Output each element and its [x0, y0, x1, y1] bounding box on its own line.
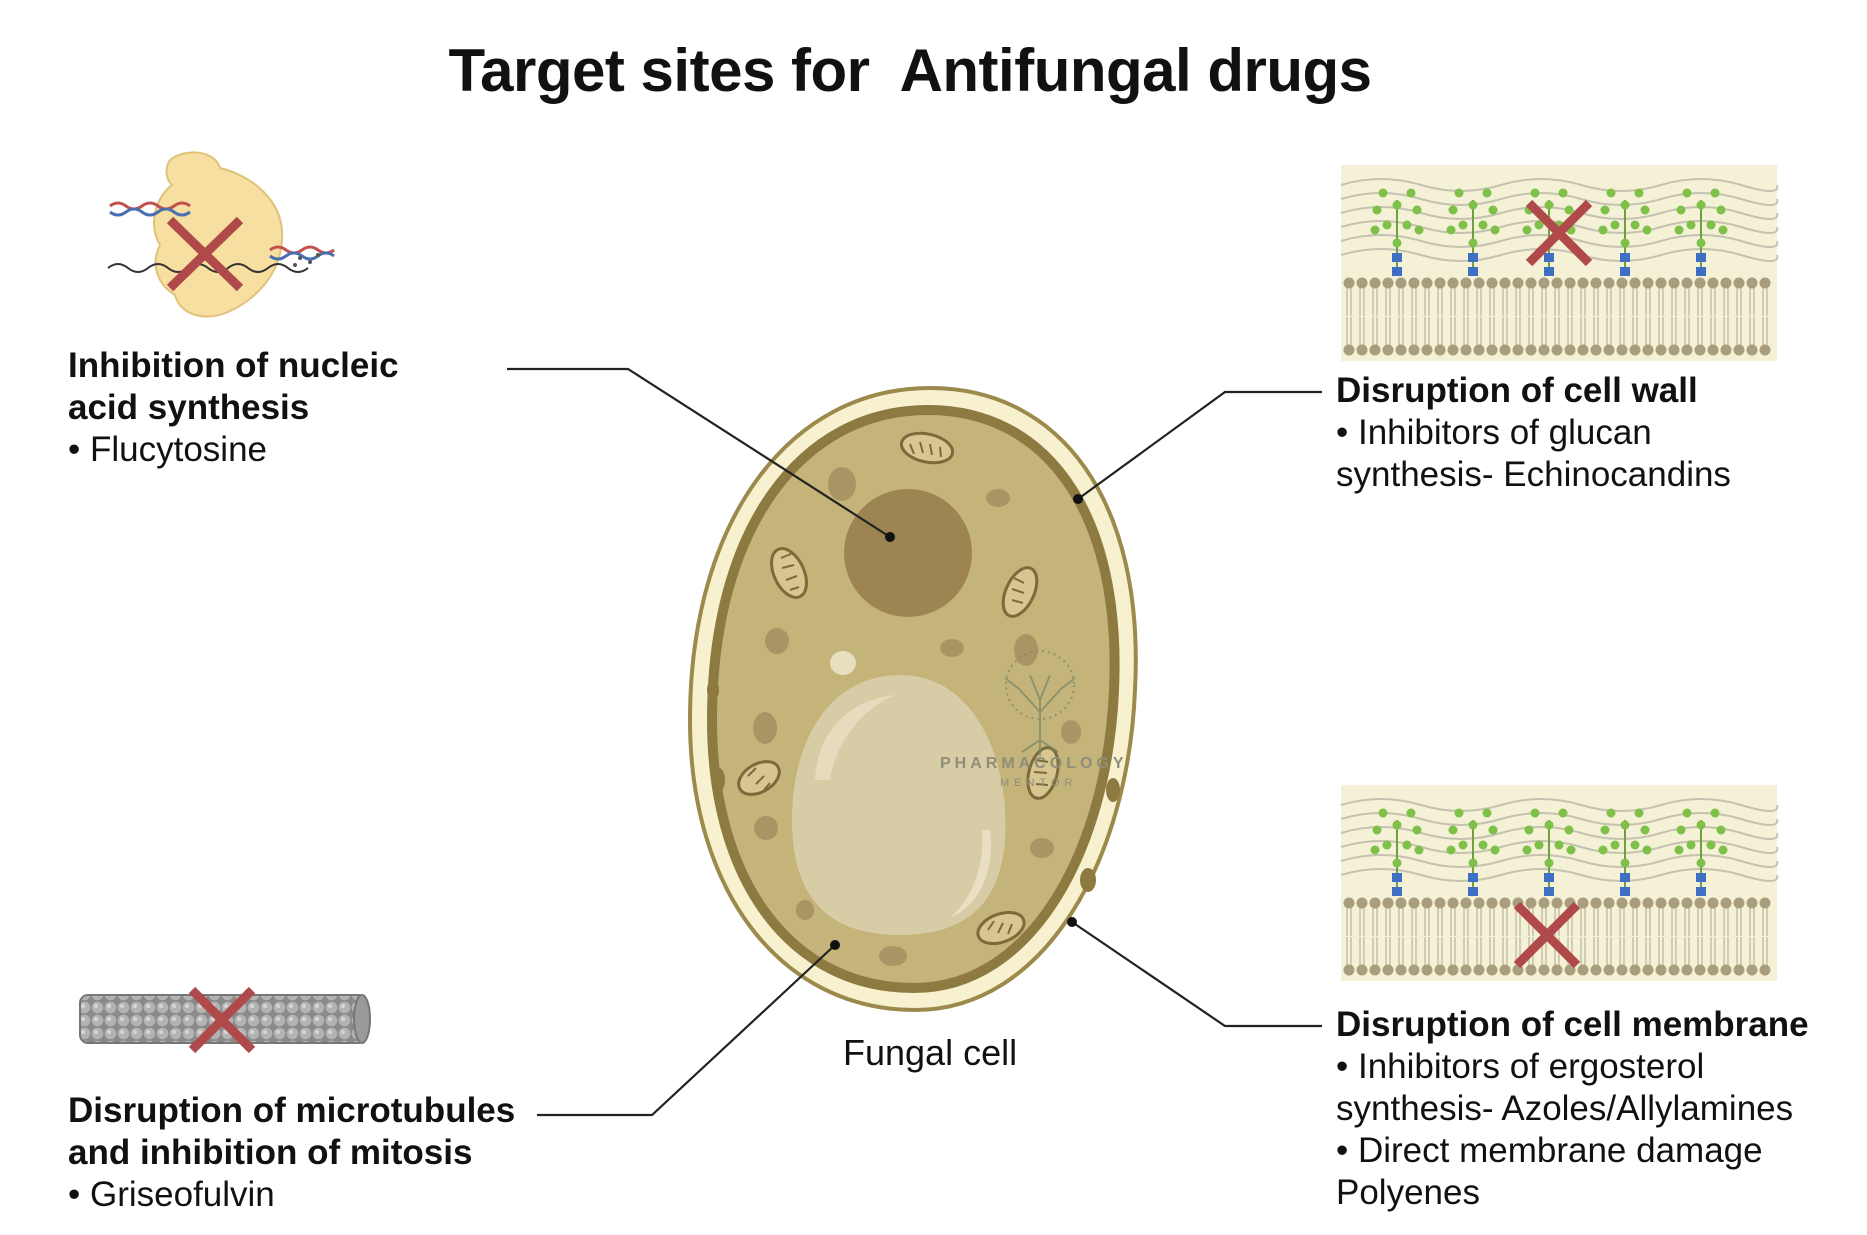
mitochondria	[737, 431, 1060, 946]
vacuole	[792, 675, 1006, 935]
wall-heading-1: Disruption of cell wall	[1336, 371, 1698, 410]
watermark-tree-icon	[1004, 650, 1076, 756]
leader-nucleic	[507, 367, 891, 538]
organelles	[753, 467, 1081, 966]
membrane-bullet-2: synthesis- Azoles/Allylamines	[1336, 1089, 1794, 1128]
target-wall: Disruption of cell wall • Inhibitors of …	[1336, 370, 1731, 496]
membrane-heading-1: Disruption of cell membrane	[1336, 1005, 1809, 1044]
cross-nucleic-icon	[166, 216, 244, 292]
wall-bullet-2: synthesis- Echinocandins	[1336, 455, 1731, 494]
cell-wall-membrane-icon	[1340, 165, 1779, 361]
nucleic-heading-1: Inhibition of nucleic	[68, 346, 399, 385]
fungal-cell-label: Fungal cell	[843, 1032, 1018, 1073]
microtubule-icon	[79, 986, 371, 1054]
fungal-cell	[687, 385, 1138, 1013]
microtubules-heading-1: Disruption of microtubules	[68, 1091, 516, 1130]
membrane-bullet-3: • Direct membrane damage	[1336, 1131, 1763, 1170]
leader-wall	[1077, 390, 1322, 500]
target-membrane: Disruption of cell membrane • Inhibitors…	[1336, 1004, 1809, 1214]
watermark-text: PHARMACOLOGY	[940, 755, 1128, 772]
nucleus	[844, 489, 972, 617]
microtubules-heading-2: and inhibition of mitosis	[68, 1133, 473, 1172]
cross-microtubule-icon	[188, 986, 256, 1054]
membrane-bullet-1: • Inhibitors of ergosterol	[1336, 1047, 1705, 1086]
nucleic-heading-2: acid synthesis	[68, 388, 310, 427]
target-nucleic: Inhibition of nucleic acid synthesis • F…	[68, 345, 399, 471]
ribosome-rna-icon	[107, 151, 335, 318]
leader-microtubules	[537, 944, 836, 1117]
leader-lines	[507, 367, 1322, 1117]
cell-membrane-icon	[1340, 785, 1779, 981]
nucleic-bullet-1: • Flucytosine	[68, 430, 267, 469]
leader-membrane	[1071, 921, 1322, 1028]
diagram-title: Target sites for Antifungal drugs	[448, 37, 1372, 104]
membrane-bullet-4: Polyenes	[1336, 1173, 1480, 1212]
target-microtubules: Disruption of microtubules and inhibitio…	[68, 1090, 515, 1216]
watermark-subtext: MENTOR	[1000, 777, 1078, 789]
wall-bullet-1: • Inhibitors of glucan	[1336, 413, 1652, 452]
microtubules-bullet-1: • Griseofulvin	[68, 1175, 275, 1214]
